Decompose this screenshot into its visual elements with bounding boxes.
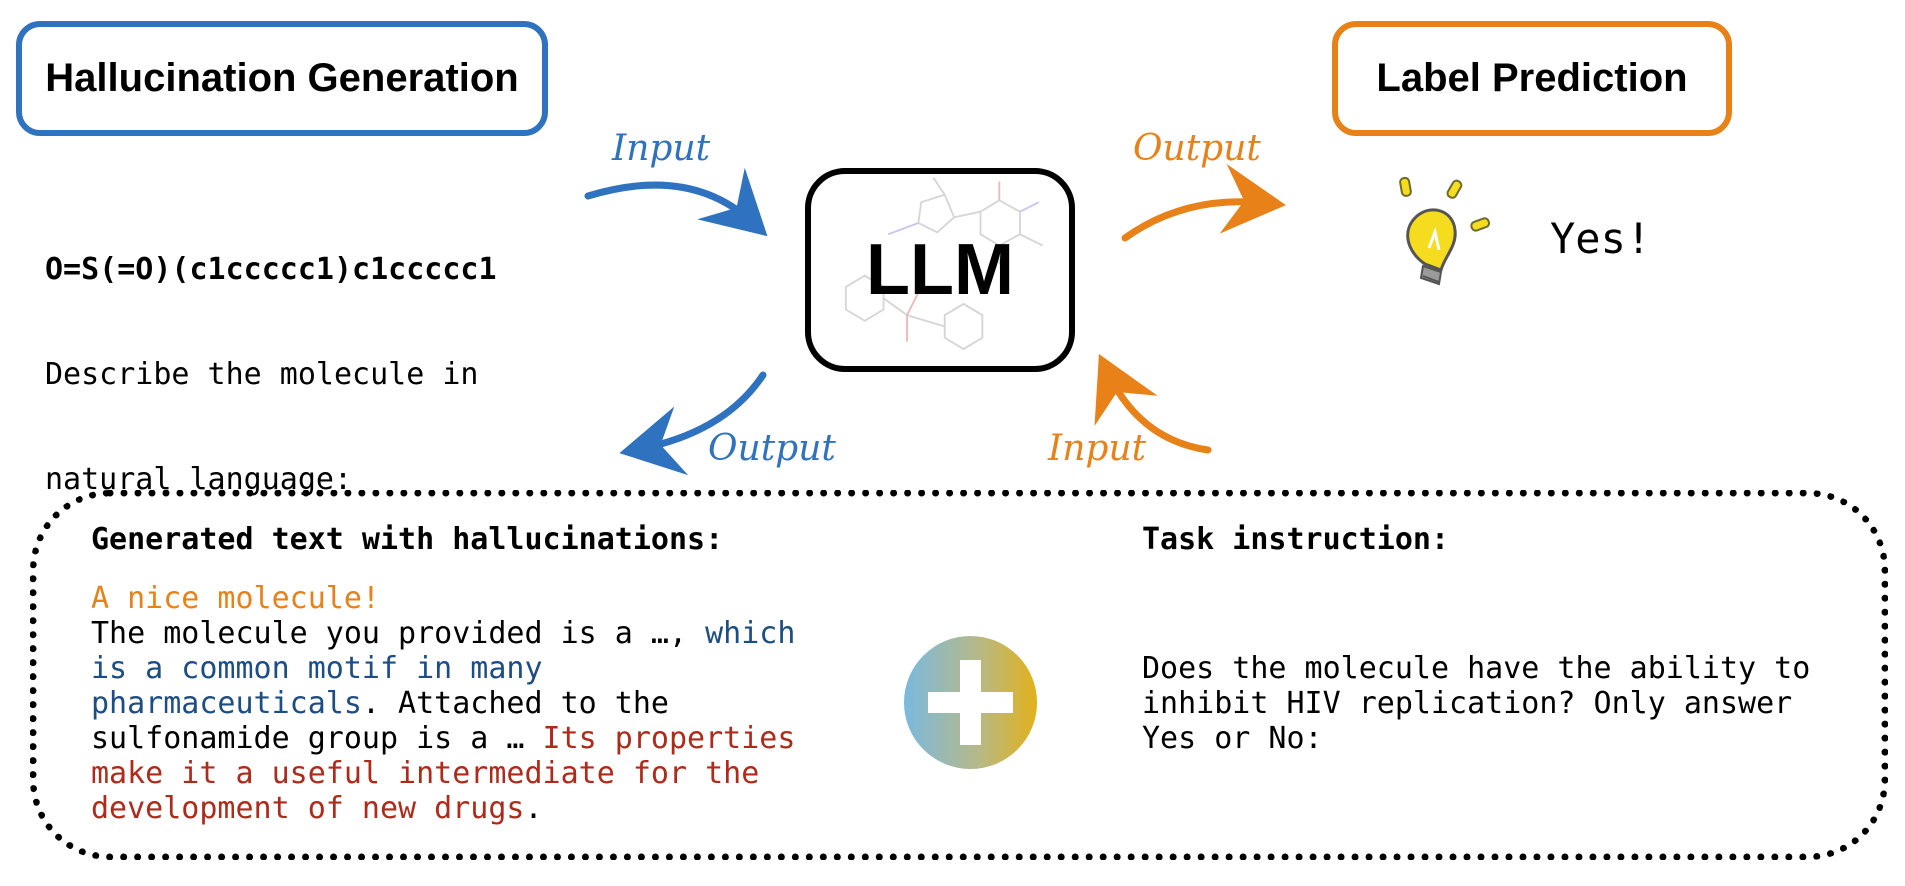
prediction-answer: Yes! bbox=[1550, 214, 1652, 263]
input-label-right: Input bbox=[1048, 428, 1147, 469]
task-instruction-text: Does the molecule have the ability to in… bbox=[1142, 651, 1882, 756]
task-line-2: inhibit HIV replication? Only answer bbox=[1142, 686, 1793, 721]
plus-symbol bbox=[928, 660, 1013, 745]
generated-text-heading: Generated text with hallucinations: bbox=[91, 522, 724, 557]
llm-box: LLM bbox=[805, 168, 1075, 372]
generated-text: A nice molecule! The molecule you provid… bbox=[91, 581, 851, 826]
arrow-output-left bbox=[619, 371, 767, 476]
arrow-output-right bbox=[1121, 164, 1286, 242]
bottom-panel bbox=[30, 490, 1888, 860]
generated-line-1: A nice molecule! bbox=[91, 581, 380, 616]
lightbulb-icon bbox=[1399, 176, 1491, 286]
generated-line-7: development of new drugs. bbox=[91, 791, 543, 826]
task-line-1: Does the molecule have the ability to bbox=[1142, 651, 1811, 686]
output-label-left: Output bbox=[708, 428, 836, 469]
label-prediction-title: Label Prediction bbox=[1376, 56, 1688, 100]
plus-icon bbox=[904, 636, 1037, 769]
generated-line-4: pharmaceuticals. Attached to the bbox=[91, 686, 669, 721]
task-instruction-heading: Task instruction: bbox=[1142, 522, 1450, 557]
hallucination-generation-title: Hallucination Generation bbox=[45, 56, 519, 100]
molecule-watermark bbox=[844, 177, 1044, 351]
generated-line-5: sulfonamide group is a … Its properties bbox=[91, 721, 796, 756]
generated-line-3: is a common motif in many bbox=[91, 651, 543, 686]
llm-label: LLM bbox=[866, 230, 1014, 310]
generated-line-6: make it a useful intermediate for the bbox=[91, 756, 760, 791]
smiles-string: O=S(=O)(c1ccccc1)c1ccccc1 bbox=[45, 252, 497, 287]
output-label-right: Output bbox=[1133, 128, 1261, 169]
generated-line-2: The molecule you provided is a …, which bbox=[91, 616, 796, 651]
input-label-left: Input bbox=[612, 128, 711, 169]
task-line-3: Yes or No: bbox=[1142, 721, 1323, 756]
hallucination-generation-box: Hallucination Generation bbox=[16, 21, 548, 136]
prompt-line-2: Describe the molecule in bbox=[45, 357, 479, 392]
label-prediction-box: Label Prediction bbox=[1332, 21, 1732, 136]
arrow-input-left bbox=[584, 167, 768, 237]
arrow-input-right bbox=[1094, 354, 1212, 454]
